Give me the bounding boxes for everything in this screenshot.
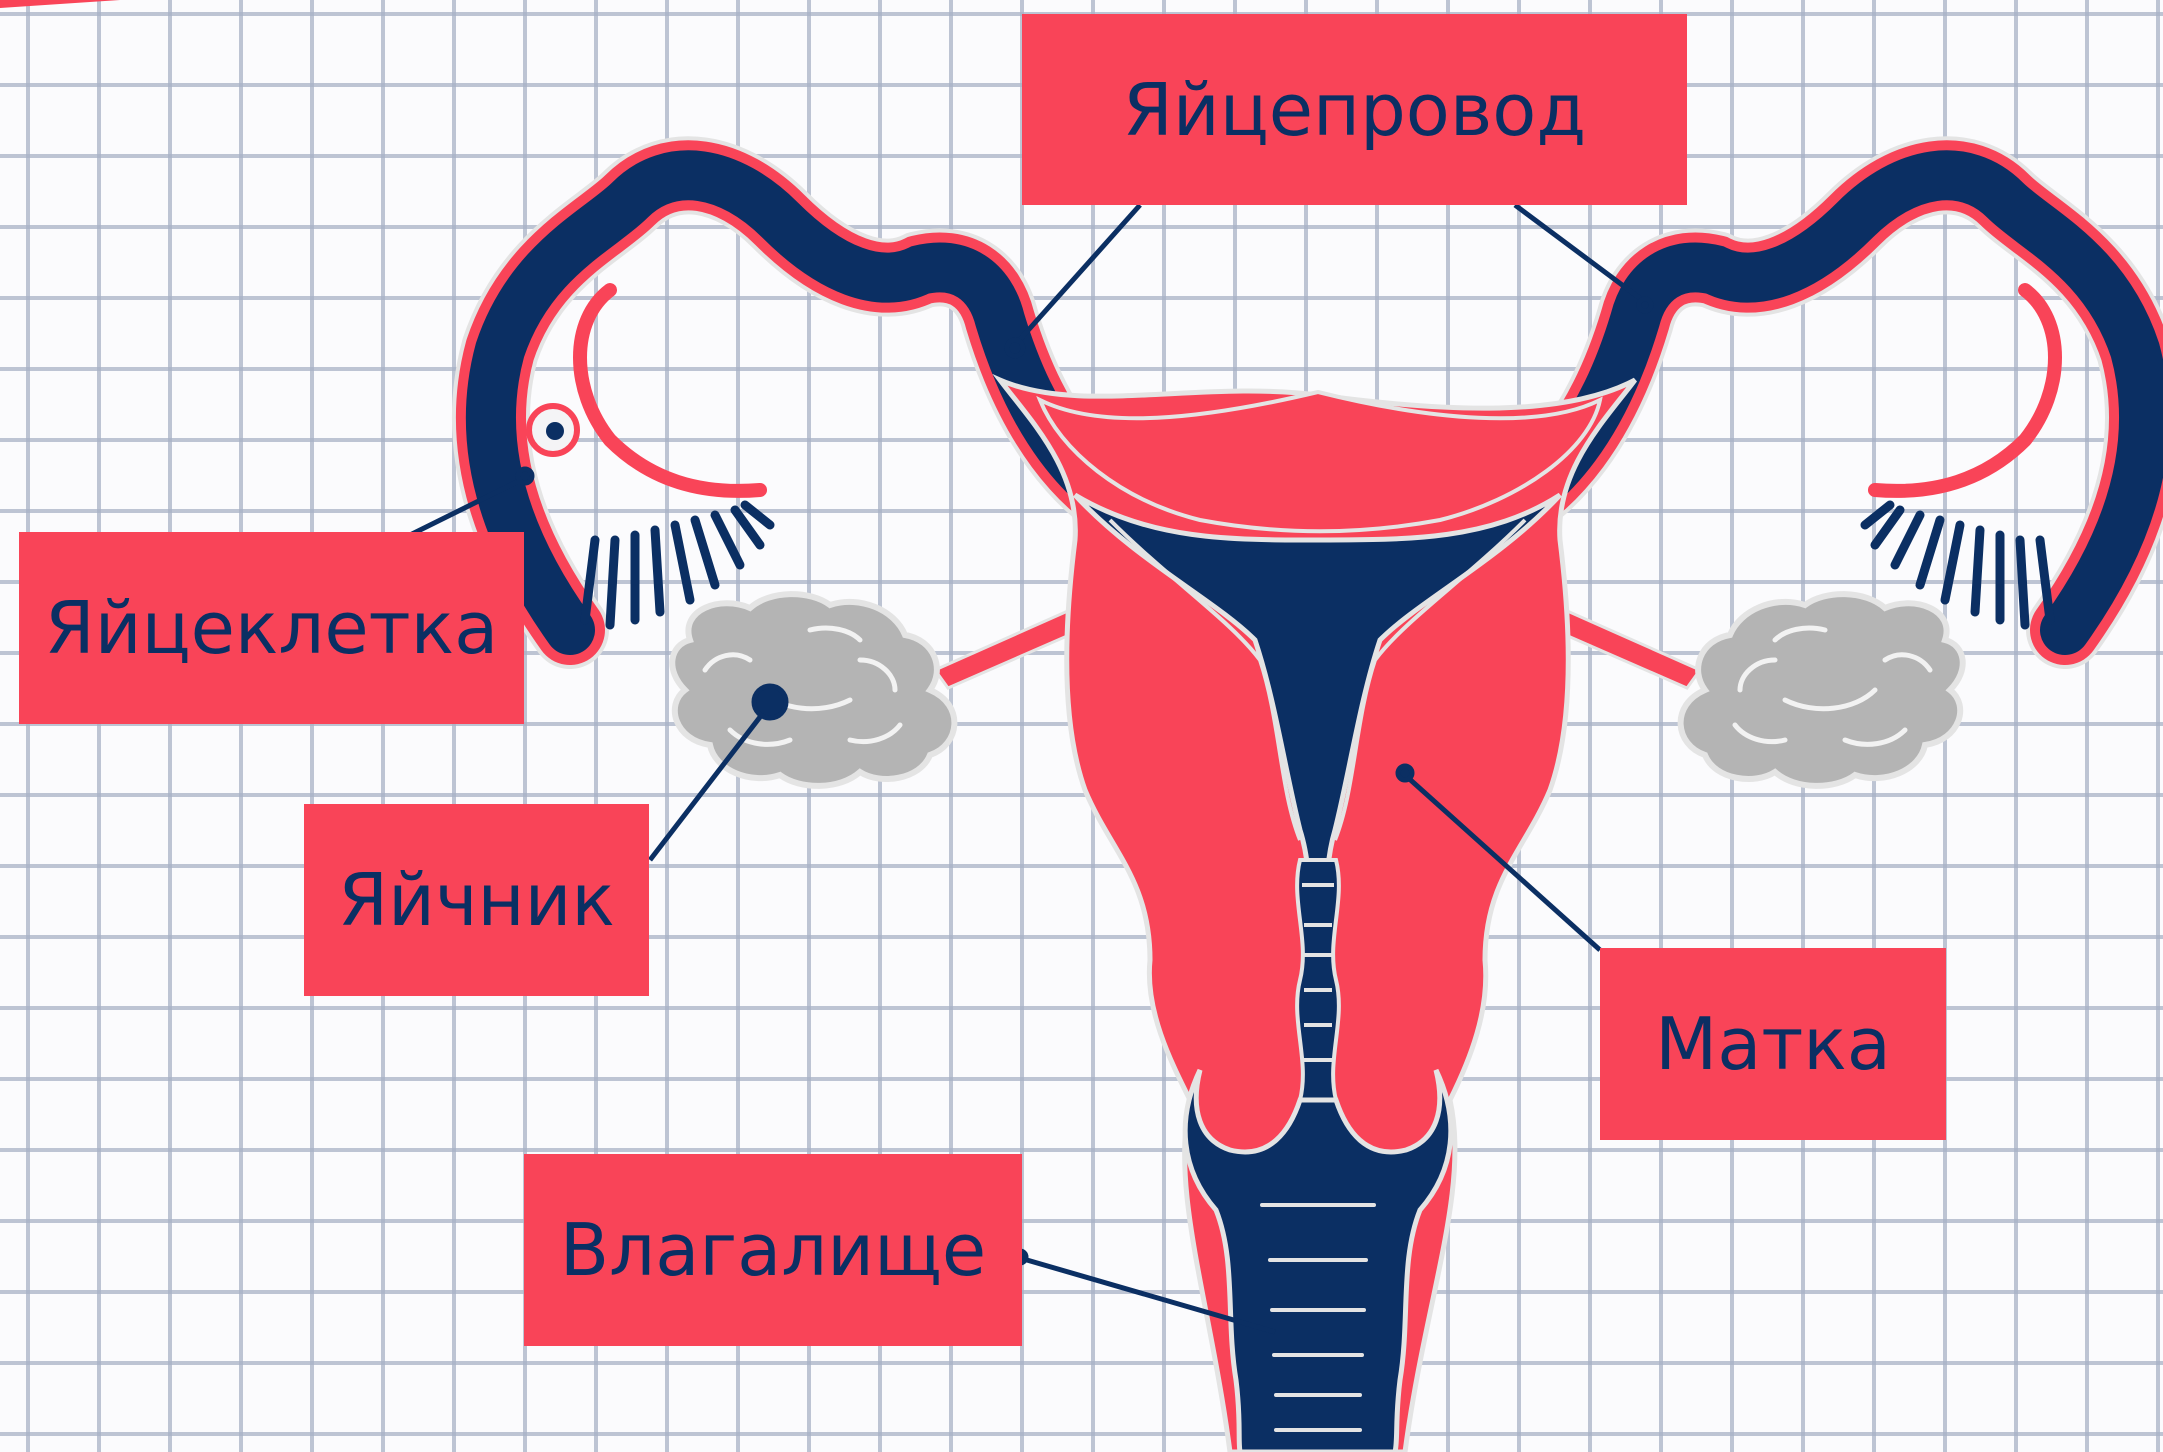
left-ovary xyxy=(672,594,954,786)
right-ovary xyxy=(1681,594,1963,786)
corner-stroke xyxy=(0,0,120,8)
ovary-label: Яйчник xyxy=(304,804,649,996)
leader-fallopian-right xyxy=(1515,205,1645,302)
leader-fallopian-left xyxy=(1015,205,1140,345)
uterus-label: Матка xyxy=(1600,948,1946,1140)
egg-cell-label: Яйцеклетка xyxy=(19,532,524,724)
vagina-label: Влагалище xyxy=(524,1154,1022,1346)
fallopian-tube-label: Яйцепровод xyxy=(1022,14,1687,205)
cervical-canal xyxy=(1297,860,1339,1100)
